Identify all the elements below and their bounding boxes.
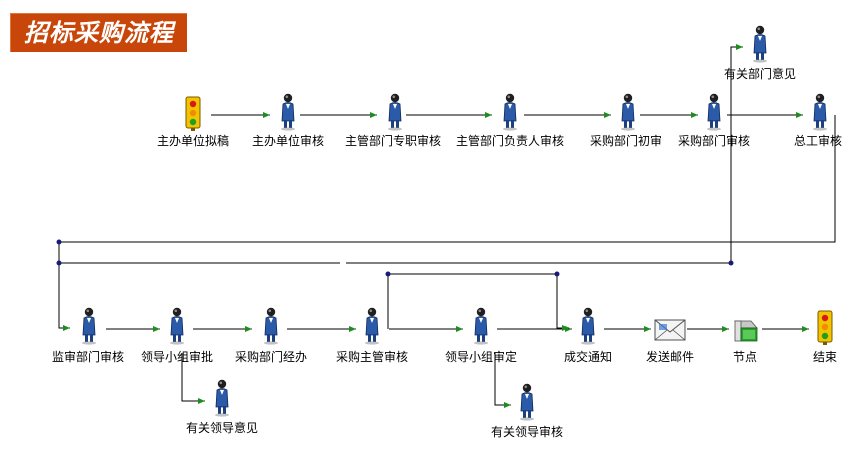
- node-label: 成交通知: [564, 349, 612, 364]
- node-label: 总工审核: [794, 133, 842, 148]
- person-icon: [620, 93, 636, 132]
- person-icon: [169, 307, 185, 346]
- node-label: 监审部门审核: [52, 349, 124, 364]
- node-label: 节点: [733, 350, 757, 364]
- node-labels: 主办单位拟稿 主办单位审核 主管部门专职审核 主管部门负责人审核 采购部门初审 …: [52, 66, 842, 439]
- person-icon: [81, 307, 97, 346]
- node-label: 采购部门初审: [590, 133, 662, 148]
- person-icon: [752, 25, 768, 64]
- person-icon: [580, 307, 596, 346]
- node-label: 有关领导审核: [491, 424, 563, 439]
- node-label: 领导小组审批: [141, 349, 213, 364]
- node-label: 采购部门经办: [235, 349, 307, 364]
- node-label: 有关领导意见: [186, 420, 258, 435]
- connectors: [58, 44, 836, 408]
- node-label: 主管部门负责人审核: [456, 133, 564, 148]
- node-label: 采购部门审核: [678, 133, 750, 148]
- person-icon: [812, 93, 828, 132]
- node-icon: [734, 320, 758, 342]
- junction-dots: [56, 239, 734, 277]
- node-label: 发送邮件: [646, 349, 694, 364]
- person-icon: [263, 307, 279, 346]
- traffic-light-icon: [185, 96, 201, 132]
- node-label: 领导小组审定: [445, 349, 517, 364]
- traffic-light-icon: [817, 310, 833, 346]
- person-icon: [706, 93, 722, 132]
- node-label: 主办单位审核: [252, 133, 324, 148]
- person-icon: [387, 93, 403, 132]
- person-icon: [502, 93, 518, 132]
- person-icon: [364, 307, 380, 346]
- node-label: 主办单位拟稿: [157, 133, 229, 148]
- node-label: 采购主管审核: [336, 349, 408, 364]
- diagram-title: 招标采购流程: [24, 18, 174, 47]
- person-icon: [473, 307, 489, 346]
- person-icon: [519, 383, 535, 422]
- person-icon: [280, 93, 296, 132]
- node-label: 主管部门专职审核: [345, 133, 441, 148]
- node-label: 结束: [813, 350, 837, 364]
- node-label: 有关部门意见: [724, 66, 796, 81]
- envelope-icon: [654, 319, 686, 341]
- person-icon: [214, 379, 230, 418]
- title-banner: 招标采购流程: [10, 13, 187, 52]
